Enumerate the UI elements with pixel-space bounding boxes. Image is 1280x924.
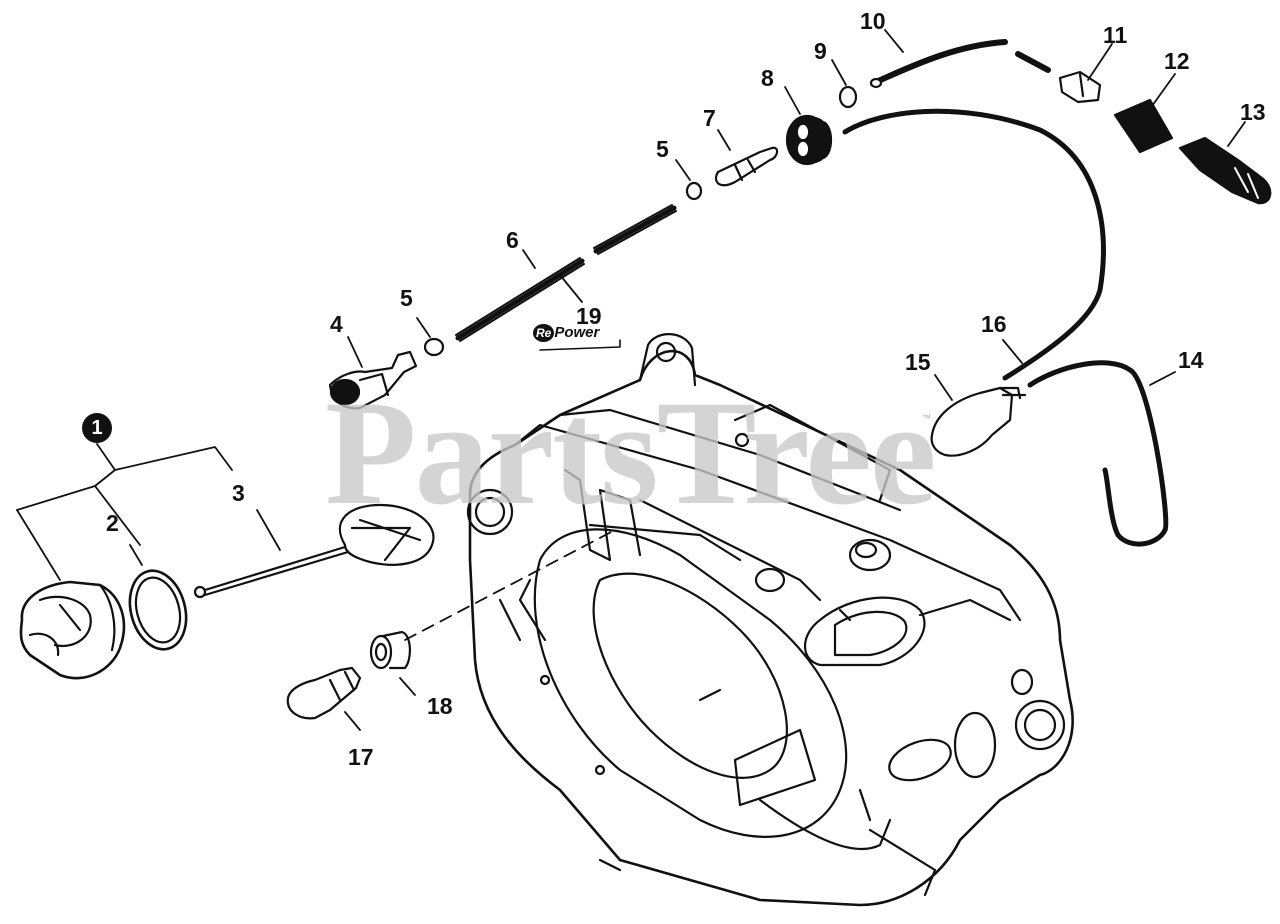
callout-5b: 5 bbox=[656, 136, 669, 162]
washer-5b bbox=[685, 181, 703, 201]
hose-16 bbox=[842, 108, 1106, 381]
callout-3: 3 bbox=[232, 480, 245, 506]
callout-15: 15 bbox=[905, 349, 931, 375]
callout-12: 12 bbox=[1164, 48, 1190, 74]
callout-19: 19 bbox=[576, 303, 602, 329]
connector-7 bbox=[714, 146, 779, 187]
o-ring bbox=[128, 569, 188, 651]
callout-5a: 5 bbox=[400, 285, 413, 311]
callout-14: 14 bbox=[1178, 347, 1204, 373]
spring-12 bbox=[1113, 98, 1174, 154]
callout-16: 16 bbox=[981, 311, 1007, 337]
callout-10: 10 bbox=[860, 8, 886, 34]
oil-cap bbox=[19, 580, 126, 680]
primer-bulb bbox=[930, 386, 1027, 457]
fitting-11 bbox=[1058, 70, 1102, 104]
watermark-trademark: ™ bbox=[922, 413, 931, 423]
housing bbox=[466, 333, 1074, 907]
callout-1: 1 bbox=[82, 413, 112, 443]
hose-14 bbox=[1027, 360, 1169, 547]
ring-9 bbox=[838, 85, 858, 109]
watermark: PartsTree bbox=[325, 370, 936, 536]
callout-13: 13 bbox=[1240, 99, 1266, 125]
plug-17 bbox=[286, 666, 362, 720]
bushing-18 bbox=[369, 630, 411, 670]
grommet bbox=[785, 114, 833, 166]
callout-18: 18 bbox=[427, 693, 453, 719]
callout-17: 17 bbox=[348, 744, 374, 770]
callout-6: 6 bbox=[506, 227, 519, 253]
callout-7: 7 bbox=[703, 105, 716, 131]
oil-filter bbox=[328, 350, 418, 410]
filter-13 bbox=[1178, 136, 1272, 205]
callout-2: 2 bbox=[106, 510, 119, 536]
oil-hose bbox=[455, 204, 677, 342]
callout-9: 9 bbox=[814, 38, 827, 64]
callout-4: 4 bbox=[330, 311, 343, 337]
leader-lines bbox=[16, 29, 1246, 731]
strainer bbox=[193, 503, 435, 599]
washer-5a bbox=[423, 337, 445, 357]
assembly-line bbox=[404, 529, 616, 641]
callout-11: 11 bbox=[1103, 22, 1128, 48]
hose-10 bbox=[869, 39, 1051, 89]
callout-8: 8 bbox=[761, 65, 774, 91]
